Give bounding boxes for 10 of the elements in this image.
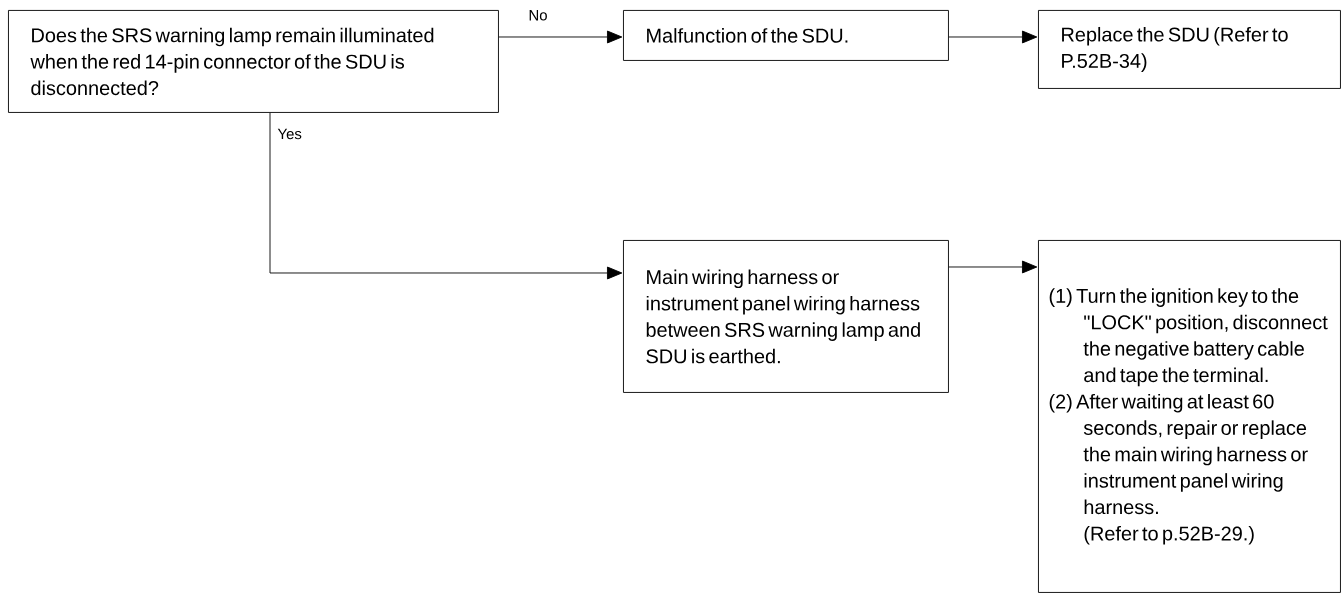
edge-label: No	[527, 9, 549, 22]
process-box: Main wiring harness or instrument panel wiring harness between SRS warning lamp and SDU is earthed.	[623, 240, 949, 393]
arrow	[498, 30, 623, 44]
arrow	[269, 112, 623, 280]
process-box: Malfunction of the SDU.	[623, 10, 949, 61]
process-box: Replace the SDU (Refer to P.52B-34)	[1038, 10, 1341, 89]
process-box: Does the SRS warning lamp remain illuminated when the red 14-pin connector of the SDU is disconnected?	[8, 10, 499, 113]
arrow	[948, 260, 1038, 274]
process-box: (1) Turn the ignition key to the "LOCK" position, disconnect the negative battery cable and tape the terminal. (2) After waiting at least 60 seconds, repair or replace the main wiring harness or instrument panel wiring harness. (Refer to p.52B-29.)	[1038, 240, 1341, 593]
arrow	[948, 30, 1038, 44]
